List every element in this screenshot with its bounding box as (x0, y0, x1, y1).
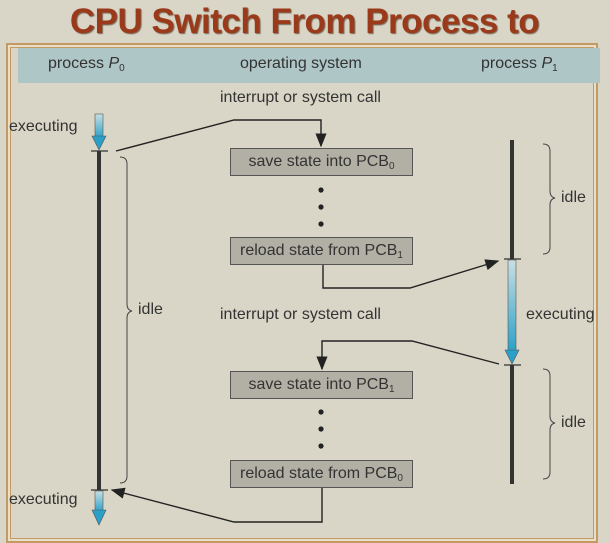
ellipsis-dot (318, 426, 324, 432)
p1-idle-brace-bottom (542, 368, 556, 480)
p0-executing-bottom-arrow (91, 490, 107, 526)
p0-executing-bottom-label: executing (9, 491, 78, 508)
box-text: save state into PCB (248, 153, 389, 170)
save-state-pcb0-box: save state into PCB0 (230, 148, 413, 176)
p1-idle-bottom-label: idle (561, 414, 586, 431)
p1-idle-brace-top (542, 143, 556, 255)
reload-state-pcb0-box: reload state from PCB0 (230, 460, 413, 488)
box-subscript: 1 (397, 250, 403, 261)
p0-idle-label: idle (138, 301, 163, 318)
interrupt-arrow-1 (115, 119, 327, 152)
box-text: reload state from PCB (240, 465, 398, 482)
dispatch-arrow-p1 (322, 259, 500, 289)
header-process-p1: process P1 (481, 55, 558, 74)
box-text: reload state from PCB (240, 242, 398, 259)
p0-idle-brace (119, 156, 133, 484)
process-letter: P (541, 55, 553, 72)
reload-state-pcb1-box: reload state from PCB1 (230, 237, 413, 265)
dispatch-arrow-p0 (110, 487, 323, 523)
box-subscript: 1 (388, 384, 395, 395)
p1-label-text: process P (481, 55, 553, 72)
interrupt-arrow-2 (316, 340, 500, 371)
ellipsis-dot (318, 204, 324, 210)
header-band (18, 48, 600, 83)
ellipsis-dot (318, 443, 324, 449)
ellipsis-dot (318, 409, 324, 415)
header-operating-system: operating system (240, 55, 362, 72)
box-subscript: 0 (397, 473, 403, 484)
header-process-p0: process P0 (48, 55, 125, 74)
save-state-pcb1-box: save state into PCB1 (230, 371, 413, 399)
ellipsis-dot (318, 187, 324, 193)
p0-subscript: 0 (119, 63, 125, 74)
interrupt-label-2: interrupt or system call (220, 306, 381, 323)
p0-executing-top-label: executing (9, 118, 78, 135)
box-text: save state into PCB (248, 376, 389, 393)
p1-executing-arrow (504, 259, 520, 365)
interrupt-label-1: interrupt or system call (220, 89, 381, 106)
p0-executing-top-arrow (91, 113, 107, 151)
process-letter: P (108, 55, 120, 72)
ellipsis-dot (318, 221, 324, 227)
p0-label-text: process P (48, 55, 120, 72)
p1-subscript: 1 (552, 63, 558, 74)
p1-idle-top-label: idle (561, 189, 586, 206)
p1-executing-label: executing (526, 306, 595, 323)
box-subscript: 0 (388, 161, 395, 172)
